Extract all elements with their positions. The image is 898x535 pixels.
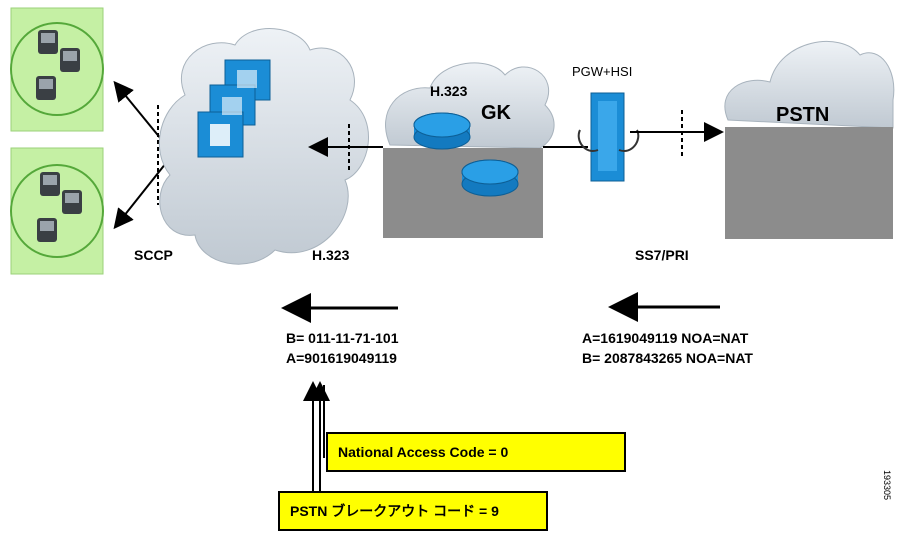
national-access-callout: National Access Code = 0 — [326, 432, 626, 472]
pstn-zone — [724, 41, 895, 239]
gatekeeper-zone — [383, 62, 555, 238]
call-manager-icon — [197, 59, 271, 158]
figure-id: 193305 — [882, 469, 892, 500]
pstn-label: PSTN — [776, 104, 830, 126]
arrow-phone-bottom — [113, 157, 171, 230]
left-called-number: B= 011-11-71-101 — [286, 330, 399, 346]
sccp-label: SCCP — [134, 247, 173, 263]
router-icon — [461, 159, 519, 197]
ss7-pri-label: SS7/PRI — [635, 247, 689, 263]
pgw-device — [577, 92, 640, 182]
pstn-breakout-callout: PSTN ブレークアウト コード = 9 — [278, 491, 548, 531]
call-manager-cloud — [158, 28, 369, 265]
ip-phone-icon — [36, 30, 80, 100]
right-calling-number: A=1619049119 NOA=NAT — [582, 330, 749, 346]
pgw-label: PGW+HSI — [572, 64, 633, 79]
h323-label: H.323 — [312, 247, 350, 263]
national-access-text: National Access Code = 0 — [338, 444, 509, 460]
router-icon — [413, 112, 471, 150]
gk-label: GK — [481, 102, 511, 124]
pstn-breakout-text: PSTN ブレークアウト コード = 9 — [290, 503, 499, 519]
left-calling-number: A=901619049119 — [286, 350, 397, 366]
phone-group-top — [10, 7, 104, 132]
ip-phone-icon — [37, 172, 82, 242]
right-called-number: B= 2087843265 NOA=NAT — [582, 350, 753, 366]
phone-group-bottom — [10, 147, 104, 275]
gk-protocol-label: H.323 — [430, 83, 468, 99]
